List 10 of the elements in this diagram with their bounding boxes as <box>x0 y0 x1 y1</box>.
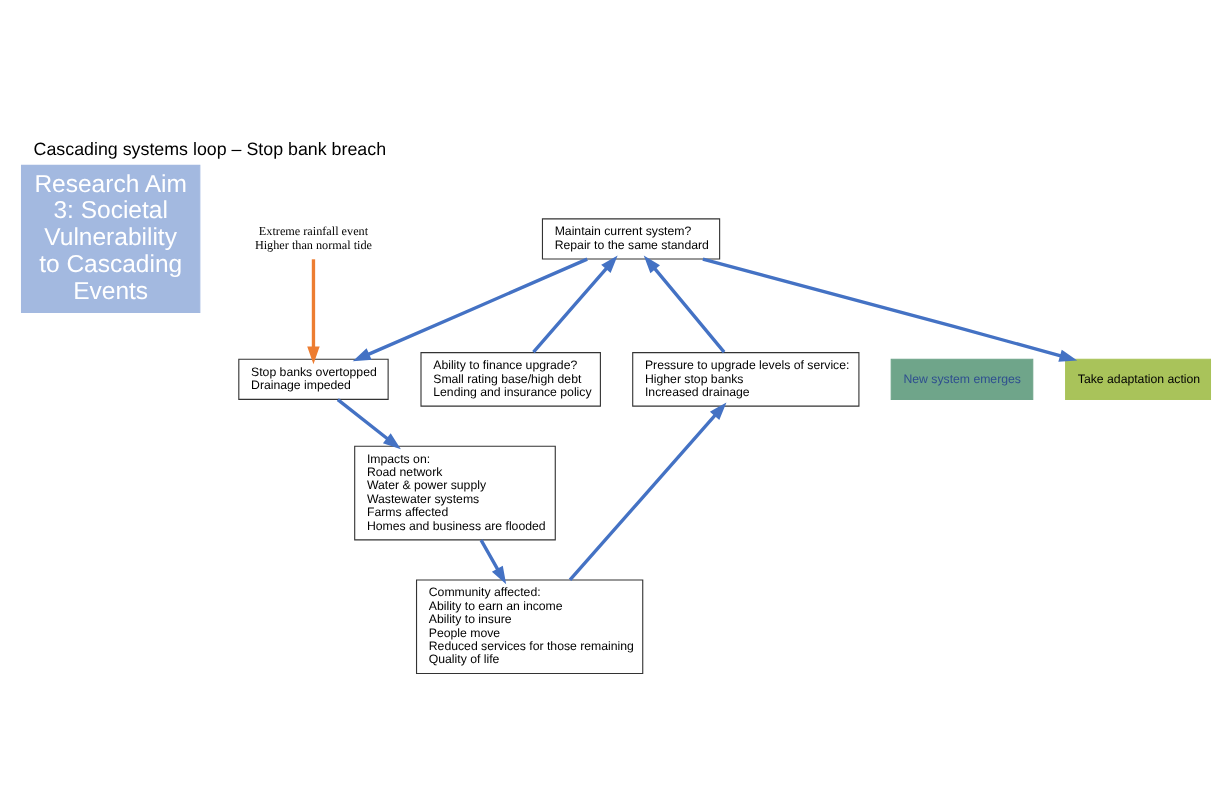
arrow <box>532 254 618 353</box>
node-box: Research Aim 3: Societal Vulnerability to Cascading Events <box>20 163 201 313</box>
arrow <box>307 258 320 364</box>
arrow <box>352 256 588 361</box>
arrow <box>702 256 1078 361</box>
arrow <box>643 254 726 353</box>
arrow <box>479 538 507 584</box>
arrow <box>336 397 401 449</box>
arrow <box>568 401 727 580</box>
diagram-title: Cascading systems loop – Stop bank breach <box>33 138 387 159</box>
